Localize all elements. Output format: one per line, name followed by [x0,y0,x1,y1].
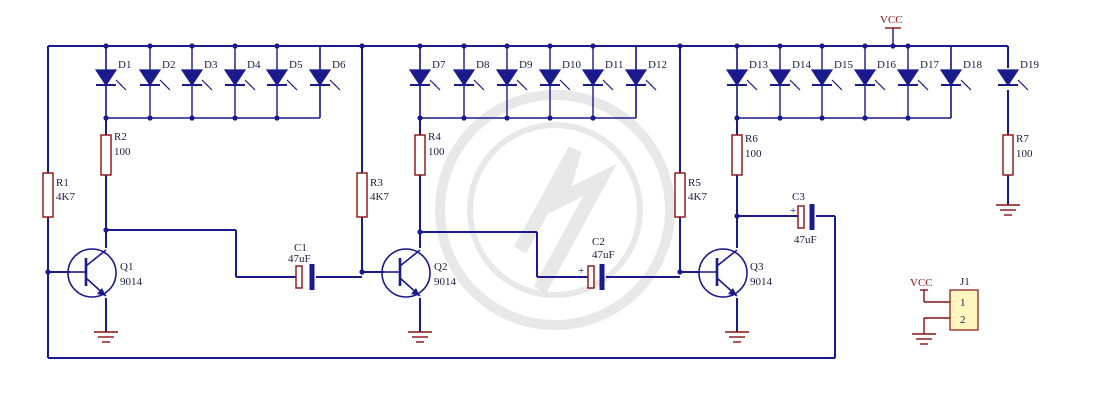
transistor-q3: Q3 9014 [698,248,773,298]
led-d12: D12 [624,46,667,118]
led-label: D15 [834,59,853,71]
led-d16: D16 [853,46,896,118]
led-label: D18 [963,59,982,71]
led-d6: D6 [308,46,346,118]
resistor-r6-value: 100 [745,148,762,160]
resistor-r4-value: 100 [428,146,445,158]
vcc-supply: VCC [880,14,903,29]
capacitor-c1-ref: C1 [294,242,307,254]
resistor-r3-ref: R3 [370,177,383,189]
resistor-r5-value: 4K7 [688,191,707,203]
led-label: D1 [118,59,131,71]
led-d3: D3 [180,46,218,118]
resistor-r2-value: 100 [114,146,131,158]
resistor-r5-ref: R5 [688,177,701,189]
transistor-q1-part: 9014 [120,276,143,288]
transistor-q2-ref: Q2 [434,261,447,273]
resistor-r7-ref: R7 [1016,133,1029,145]
led-label: D8 [476,59,490,71]
ground-icon [996,204,1020,216]
connector-ref: J1 [960,276,970,288]
transistor-q2-part: 9014 [434,276,457,288]
capacitor-c3-value: 47uF [794,234,817,246]
resistor-r7-value: 100 [1016,148,1033,160]
led-d8: D8 [452,46,490,118]
led-d7: D7 [408,46,446,118]
resistor-r2: R2 100 [100,131,131,176]
led-d15: D15 [810,46,853,118]
resistor-r4: R4 100 [414,131,445,176]
led-label: D17 [920,59,939,71]
connector-vcc-label: VCC [910,277,933,289]
resistor-r1-ref: R1 [56,177,69,189]
transistor-q3-ref: Q3 [750,261,764,273]
capacitor-c2-plus: + [578,265,584,277]
watermark-logo [435,90,675,330]
led-array: D1 D2 D3 D4 D5 D6 D7 D8 D9 D10 D11 D12 D13 D14 D15 D16 D… [94,46,1039,118]
led-d10: D10 [538,46,581,118]
vcc-label: VCC [880,14,903,26]
capacitor-c2-value: 47uF [592,249,615,261]
resistor-r5: R5 4K7 [674,172,707,218]
led-d9: D9 [495,46,533,118]
capacitor-c2-ref: C2 [592,236,605,248]
led-d1: D1 [94,46,131,118]
led-d4: D4 [223,46,261,118]
resistor-r3: R3 4K7 [356,172,389,218]
led-label: D6 [332,59,346,71]
led-label: D19 [1020,59,1039,71]
led-label: D9 [519,59,533,71]
resistor-r3-value: 4K7 [370,191,389,203]
led-label: D3 [204,59,218,71]
resistor-r1: R1 4K7 [42,172,75,218]
connector-j1: J1 1 2 VCC [910,276,979,345]
led-label: D5 [289,59,303,71]
resistor-r7: R7 100 [1002,133,1033,176]
connector-pin-1: 1 [960,297,966,309]
ground-icon [408,331,432,343]
capacitor-c2: C2 47uF + [578,236,615,290]
resistor-r4-ref: R4 [428,131,441,143]
led-d14: D14 [768,46,811,118]
led-label: D14 [792,59,811,71]
led-label: D16 [877,59,896,71]
transistor-q3-part: 9014 [750,276,773,288]
led-label: D7 [432,59,446,71]
ground-icon [725,331,749,343]
transistor-q2: Q2 9014 [381,248,457,298]
led-d17: D17 [896,46,939,118]
led-d13: D13 [725,46,768,118]
capacitor-c1: C1 47uF [288,242,315,290]
capacitor-c3-plus: + [790,205,796,217]
resistor-r2-ref: R2 [114,131,127,143]
led-d18: D18 [939,46,982,118]
ground-icon [94,331,118,343]
capacitor-c3: C3 47uF + [790,191,817,246]
led-label: D2 [162,59,175,71]
led-d19: D19 [996,59,1039,91]
led-label: D11 [605,59,624,71]
led-label: D10 [562,59,581,71]
led-d2: D2 [138,46,175,118]
resistor-r6-ref: R6 [745,133,758,145]
led-d5: D5 [265,46,303,118]
resistor-r6: R6 100 [731,133,762,176]
ground-symbols [94,204,1020,343]
capacitor-c1-value: 47uF [288,253,311,265]
transistor-q1-ref: Q1 [120,261,133,273]
resistor-r1-value: 4K7 [56,191,75,203]
led-label: D12 [648,59,667,71]
led-label: D13 [749,59,768,71]
transistor-q1: Q1 9014 [67,248,143,298]
led-d11: D11 [581,46,624,118]
led-label: D4 [247,59,261,71]
connector-pin-2: 2 [960,314,966,326]
capacitor-c3-ref: C3 [792,191,805,203]
